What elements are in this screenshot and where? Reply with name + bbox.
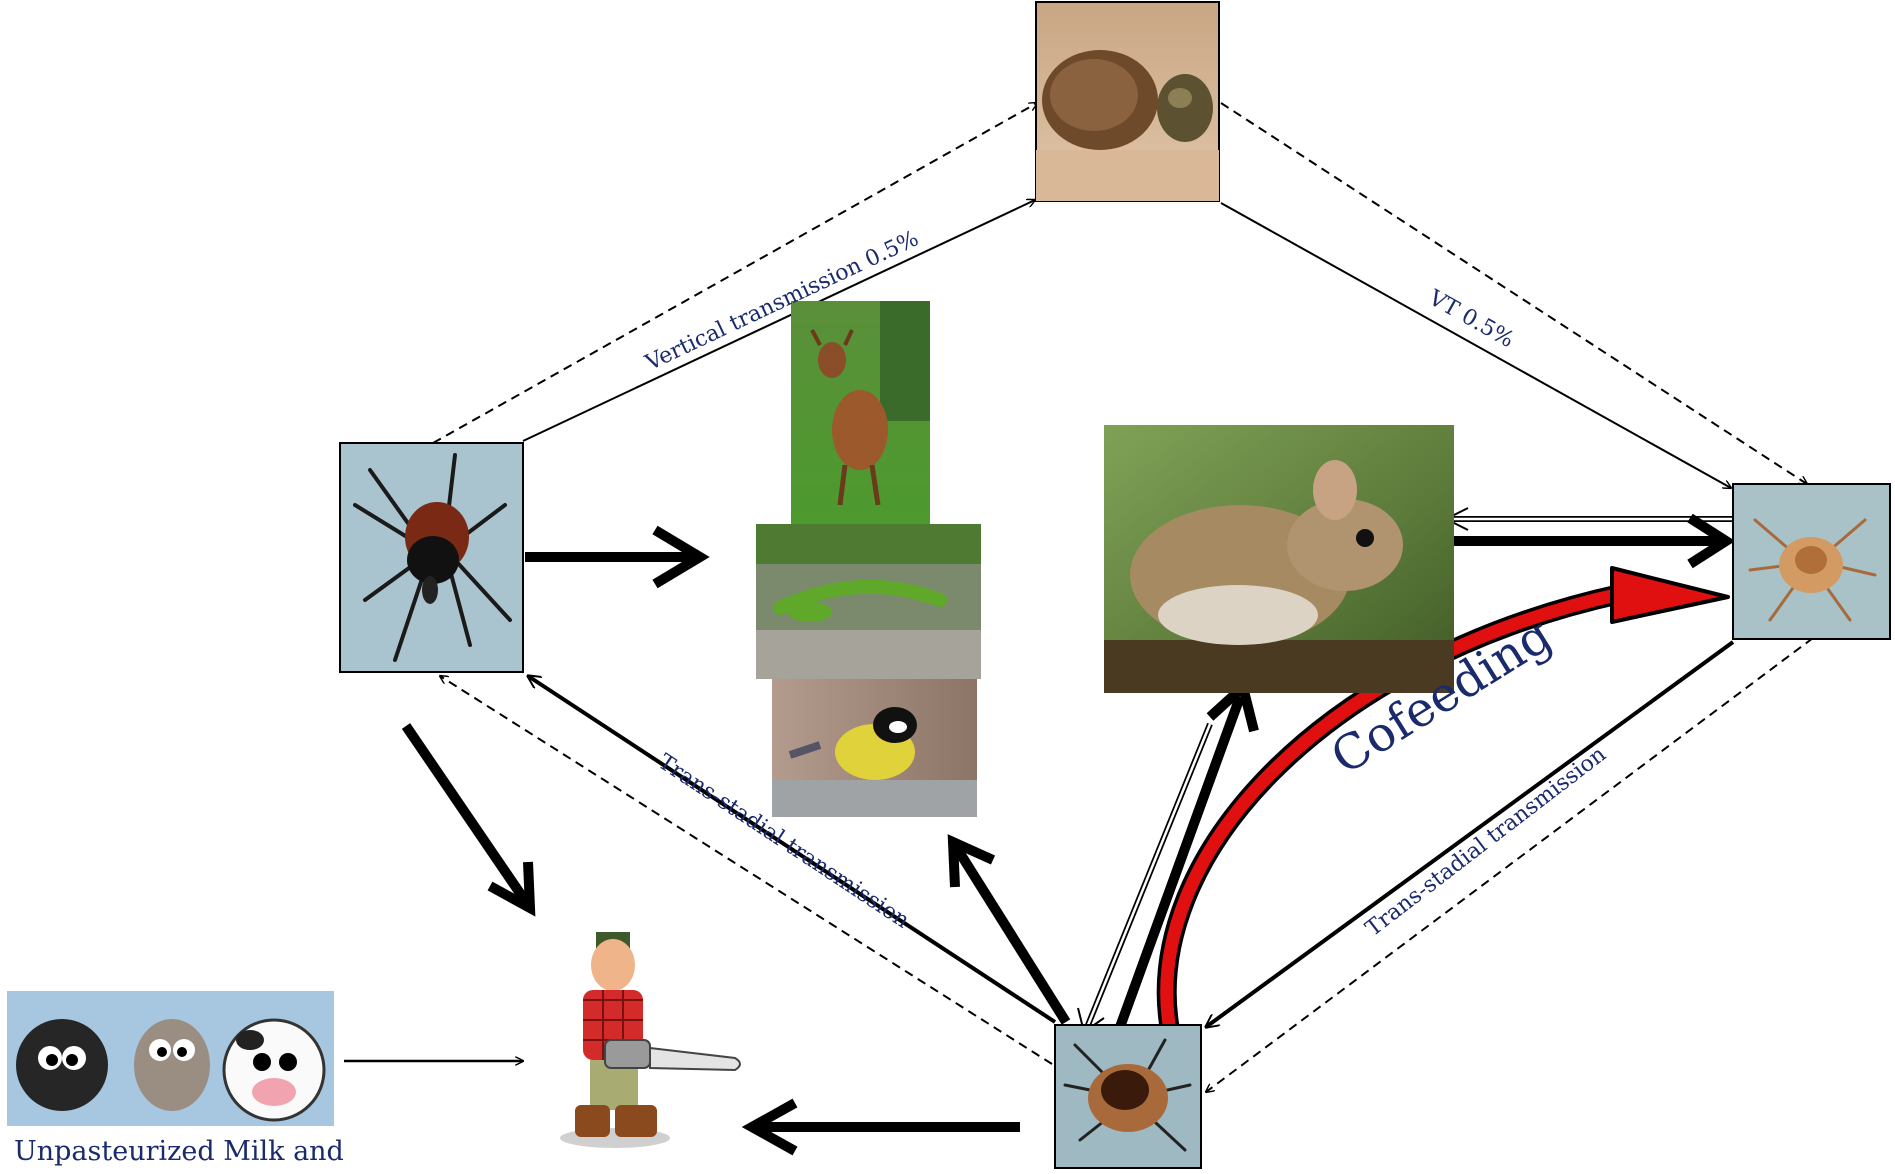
adult-to-hosts-arrow	[525, 525, 710, 589]
vertical-transmission-dashed	[432, 103, 1037, 444]
mouse-icon	[1104, 425, 1454, 693]
larva-to-human-arrow	[741, 1098, 1020, 1156]
sheep-goat-cow-icon	[7, 991, 334, 1126]
bird-icon	[772, 679, 977, 817]
larva-to-hosts-arrow	[947, 834, 1071, 1025]
trans-stadial-right-solid	[1206, 640, 1735, 1027]
adult-tick-icon	[339, 442, 524, 673]
trans-stadial-left-solid	[528, 676, 1057, 1024]
vertical-transmission-solid	[522, 200, 1035, 442]
tick-eggs-icon	[1035, 1, 1220, 202]
deer-icon	[791, 301, 930, 524]
trans-stadial-right-dashed	[1206, 637, 1814, 1092]
lizard-icon	[756, 524, 981, 679]
cofeeding-arrow	[1156, 566, 1730, 1040]
larva-to-mouse-bold-arrow	[1115, 677, 1259, 1029]
trans-stadial-right-label: Trans-stadial transmission	[1361, 742, 1611, 942]
vt-dashed	[1220, 102, 1807, 484]
vt-solid	[1220, 202, 1731, 488]
adult-to-human-arrow	[401, 723, 536, 917]
larva-tick-icon	[1054, 1024, 1202, 1169]
livestock-caption: Unpasteurized Milk and	[14, 1136, 344, 1167]
mouse-to-nymph-arrow	[1451, 513, 1736, 569]
trans-stadial-left-dashed	[440, 676, 1053, 1065]
nymph-tick-icon	[1732, 483, 1891, 640]
human-lumberjack-icon	[560, 932, 741, 1148]
